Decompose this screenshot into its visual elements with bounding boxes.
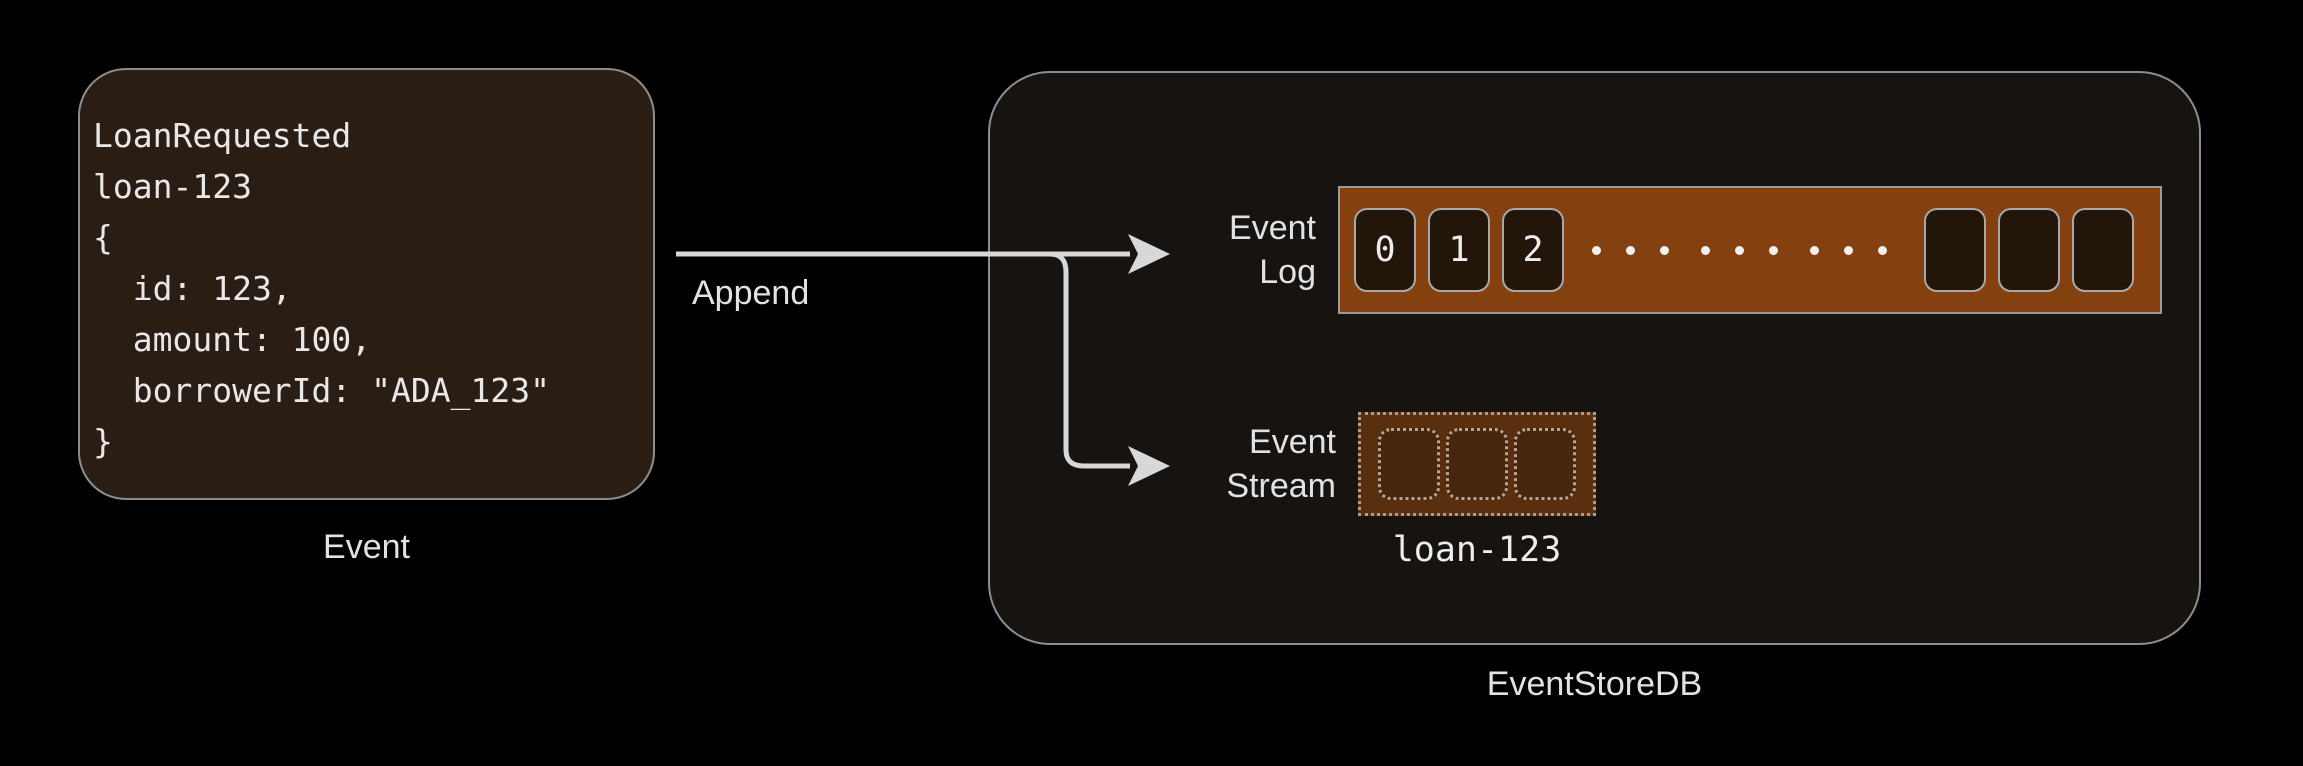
- ellipsis-dot-group: [1810, 245, 1887, 255]
- event-log-label: Event Log: [1229, 209, 1316, 291]
- event-card: [78, 68, 655, 500]
- event-stream-bar: [1358, 412, 1596, 516]
- event-log-cell-empty[interactable]: [1924, 208, 1986, 292]
- event-stream-cell[interactable]: [1446, 428, 1508, 500]
- event-log-cell-empty[interactable]: [2072, 208, 2134, 292]
- event-stream-cell[interactable]: [1378, 428, 1440, 500]
- event-stream-cell[interactable]: [1514, 428, 1576, 500]
- event-log-ellipsis: [1576, 245, 1924, 255]
- event-log-cell[interactable]: 2: [1502, 208, 1564, 292]
- event-stream-row: Event Stream: [1176, 412, 1596, 516]
- event-log-row: Event Log 0 1 2: [1176, 186, 2162, 314]
- event-log-tail-cells: [1924, 208, 2146, 292]
- ellipsis-dot-group: [1592, 245, 1669, 255]
- ellipsis-dot: [1810, 245, 1819, 255]
- event-stream-name: loan-123: [1392, 530, 1562, 570]
- event-stream-label: Event Stream: [1226, 423, 1336, 505]
- eventstoredb-container: [988, 71, 2201, 645]
- append-label: Append: [692, 274, 810, 312]
- event-log-cell-empty[interactable]: [1998, 208, 2060, 292]
- ellipsis-dot: [1844, 245, 1853, 255]
- ellipsis-dot-group: [1701, 245, 1778, 255]
- ellipsis-dot: [1592, 245, 1601, 255]
- event-payload-code: LoanRequested loan-123 { id: 123, amount…: [93, 116, 550, 461]
- event-log-cell[interactable]: 1: [1428, 208, 1490, 292]
- ellipsis-dot: [1878, 245, 1887, 255]
- ellipsis-dot: [1660, 245, 1669, 255]
- event-log-bar: 0 1 2: [1338, 186, 2162, 314]
- event-card-label: Event: [323, 528, 410, 566]
- ellipsis-dot: [1769, 245, 1778, 255]
- ellipsis-dot: [1701, 245, 1710, 255]
- ellipsis-dot: [1626, 245, 1635, 255]
- eventstoredb-label: EventStoreDB: [1486, 665, 1703, 703]
- event-log-cell[interactable]: 0: [1354, 208, 1416, 292]
- ellipsis-dot: [1735, 245, 1744, 255]
